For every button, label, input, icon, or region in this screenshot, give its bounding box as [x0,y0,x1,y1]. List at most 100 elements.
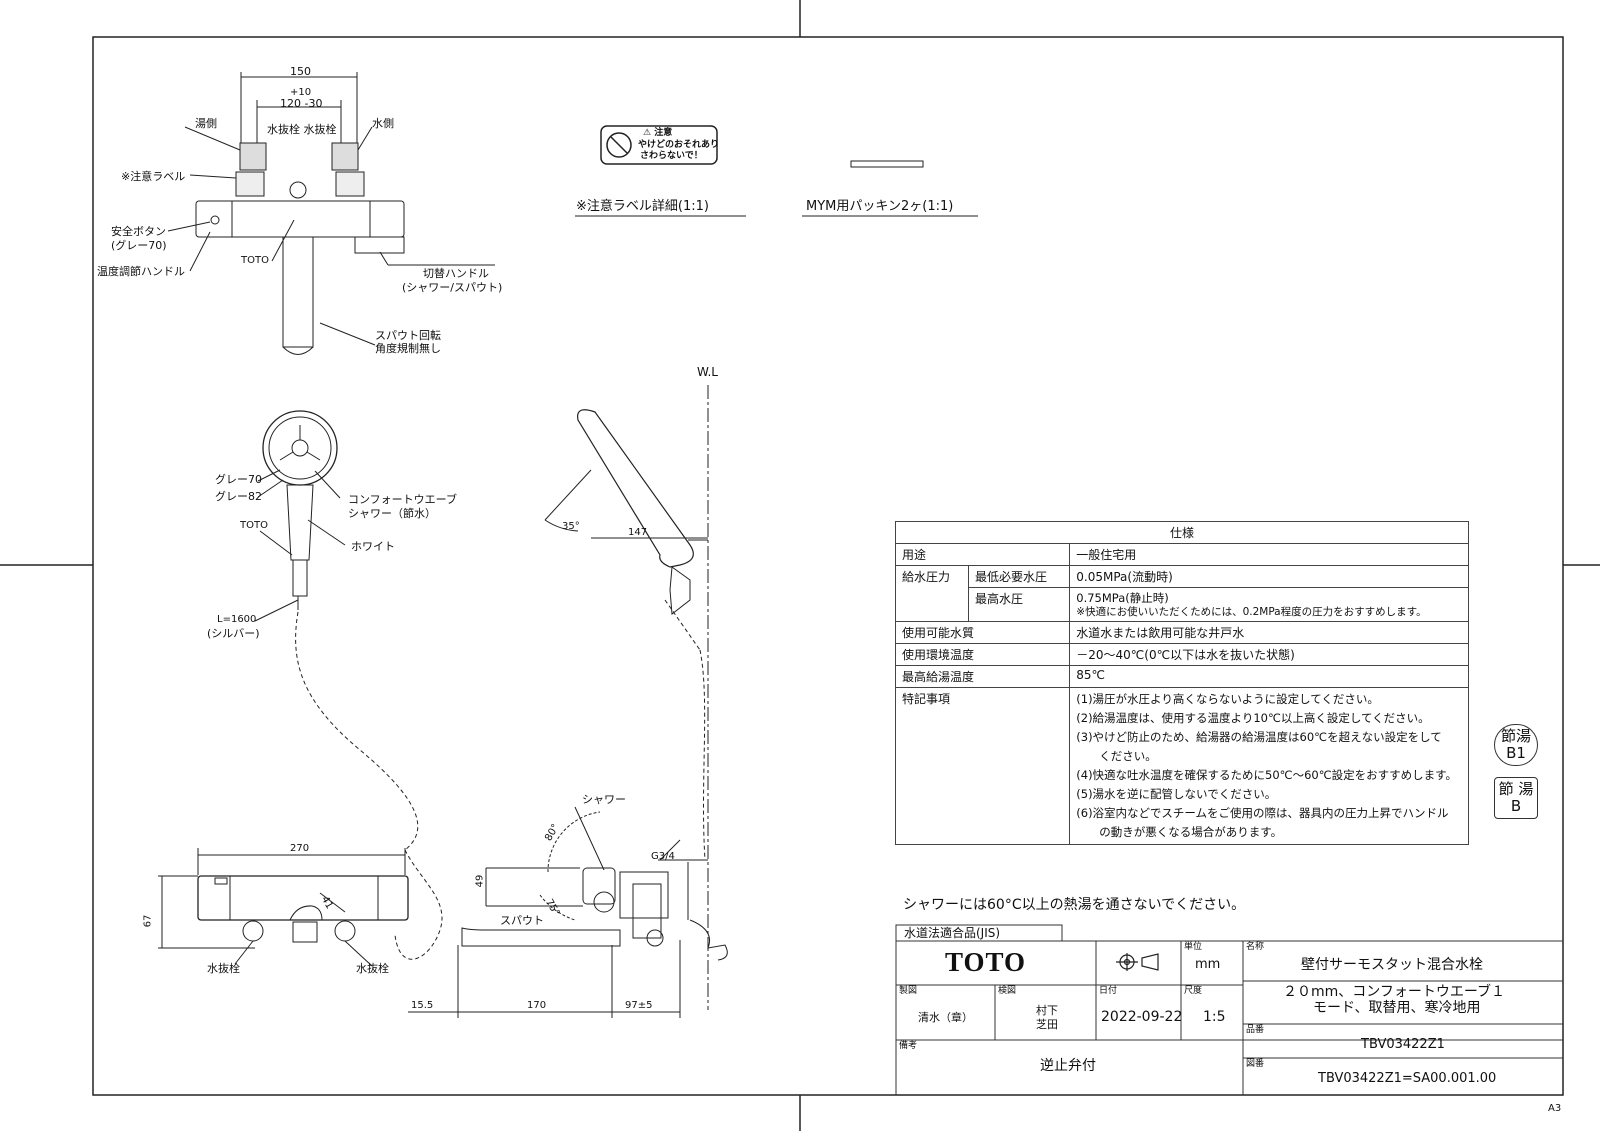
label-temp-handle: 温度調節ハンドル [97,265,185,278]
label-spout-rot2: 角度規制無し [375,342,441,355]
spec-min-value: 0.05MPa(流動時) [1069,565,1469,588]
badge-b1-bottom: B1 [1506,744,1526,762]
front-view [158,848,409,967]
spec-note: (1)湯圧が水圧より高くならないように設定してください。 [1076,692,1379,706]
name-label: 名称 [1246,942,1265,952]
badge-b-bottom: B [1510,797,1522,815]
spec-max-key: 最高水圧 [967,587,1071,622]
label-switch-sub: (シャワー/スパウト) [402,281,503,294]
spec-min-key: 最低必要水圧 [967,565,1071,588]
spec-note: (2)給湯温度は、使用する温度より10℃以上高く設定してください。 [1076,711,1430,725]
dim-270: 270 [290,843,310,854]
label-gray70: グレー70 [215,473,262,486]
label-spout-rot: スパウト回転 [375,329,441,342]
dim-150: 150 [290,65,311,78]
spec-water-key: 使用可能水質 [894,621,1071,644]
label-spout: スパウト [500,914,544,927]
label-safety-button: 安全ボタン [111,225,166,238]
scale-value: 1:5 [1203,1009,1226,1025]
sheet-size: A3 [1548,1103,1562,1114]
label-wl: W.L [697,365,718,379]
dim-147: 147 [628,527,648,538]
spec-header: 仕様 [895,521,1469,544]
spec-note: ください。 [1076,749,1157,763]
scale-label: 尺度 [1184,986,1203,996]
spec-usage-value: 一般住宅用 [1069,543,1469,566]
spec-usage-key: 用途 [894,543,1071,566]
caution-line1: やけどのおそれあり [638,140,720,150]
date-value: 2022-09-22 [1101,1009,1183,1025]
caution-line2: さわらないで！ [640,151,703,161]
drawn-label: 製図 [899,986,918,996]
label-safety-gray: (グレー70) [111,239,167,252]
spec-note: (4)快適な吐水温度を確保するために50℃～60℃設定をおすすめします。 [1076,768,1457,782]
spec-max-note: ※快適にお使いいただくためには、0.2MPa程度の圧力をおすすめします。 [1076,606,1427,618]
spec-notes-key: 特記事項 [894,687,1071,845]
label-gray82: グレー82 [215,490,262,503]
hose [295,611,419,851]
desc-line2: モード、取替用、寒冷地用 [1313,1000,1481,1016]
angle-35: 35° [562,521,580,532]
remark-label: 備考 [899,1041,918,1051]
label-caution: ※注意ラベル [121,170,186,183]
caution-title-text: 注意 [654,128,673,138]
unit-value: mm [1195,957,1221,972]
drawing-value: TBV03422Z1=SA00.001.00 [1318,1071,1497,1086]
packing-shape [850,160,924,168]
top-view-faucet [167,72,495,355]
warning-text: シャワーには60°C以上の熱湯を通さないでください。 [903,897,1246,913]
dim-plus10: +10 [290,87,312,98]
spec-note: (5)湯水を逆に配管しないでください。 [1076,787,1277,801]
spec-notes: (1)湯圧が水圧より高くならないように設定してください。 (2)給湯温度は、使用… [1069,687,1469,845]
spec-note: の動きが悪くなる場合があります。 [1076,825,1283,839]
label-hose-color: (シルバー) [207,627,260,640]
label-toto-shower: TOTO [240,520,268,531]
caution-caption: ※注意ラベル詳細(1:1) [576,199,709,214]
unit-label: 単位 [1184,942,1203,952]
label-drain-left: 水抜栓 [207,962,240,975]
spec-env-value: －20～40℃(0℃以下は水を抜いた状態) [1069,643,1469,666]
remark-value: 逆止弁付 [1040,1058,1096,1074]
shower-head-front [254,410,346,622]
part-value: TBV03422Z1 [1361,1037,1445,1052]
desc-line1: ２０mm、コンフォートウエーブ１ [1283,984,1506,1000]
label-drain-valves: 水抜栓 水抜栓 [267,123,337,136]
drawn-value: 清水（章） [918,1011,973,1024]
label-shower: シャワー [582,793,626,806]
dim-49: 49 [474,874,486,888]
spec-water-value: 水道水または飲用可能な井戸水 [1069,621,1469,644]
spec-hot-key: 最高給湯温度 [894,665,1071,688]
name-value: 壁付サーモスタット混合水栓 [1301,957,1483,973]
dim-120: 120 -30 [280,97,323,110]
label-comfort: コンフォートウエーブ [348,493,458,506]
checked-value2: 芝田 [1036,1018,1058,1031]
label-cold-side: 水側 [372,117,394,130]
dim-97: 97±5 [625,1000,653,1011]
dim-15-5: 15.5 [411,1000,434,1011]
spec-pressure-key: 給水圧力 [895,565,969,622]
title-block [895,924,1563,1095]
caution-title: ⚠ 注意 [643,128,673,138]
label-hose-len: L=1600 [217,614,257,625]
projection-symbol-icon [1116,953,1159,971]
checked-value1: 村下 [1036,1004,1058,1017]
spec-note: (3)やけど防止のため、給湯器の給湯温度は60℃を超えない設定をして [1076,730,1442,744]
side-view [408,385,728,1018]
label-comfort2: シャワー（節水） [348,507,436,520]
label-toto-top: TOTO [241,255,269,266]
spec-note: (6)浴室内などでスチームをご使用の際は、器具内の圧力上昇でハンドル [1076,806,1449,820]
dim-170: 170 [527,1000,547,1011]
badge-b1: 節湯 B1 [1494,724,1538,766]
sheet-frame [92,36,1564,1096]
label-hot-side: 湯側 [195,117,217,130]
spec-env-key: 使用環境温度 [894,643,1071,666]
badge-b-top: 節 湯 [1498,780,1534,798]
spec-table: 仕様 用途 一般住宅用 給水圧力 最低必要水圧 0.05MPa(流動時) 最高水… [894,521,1469,845]
packing-caption: MYM用パッキン2ヶ(1:1) [806,199,954,214]
drawing-label: 図番 [1246,1059,1265,1069]
caution-label-box [600,125,718,165]
part-label: 品番 [1246,1025,1265,1035]
spec-max-value: 0.75MPa(静止時) [1076,591,1169,605]
date-label: 日付 [1099,986,1118,996]
